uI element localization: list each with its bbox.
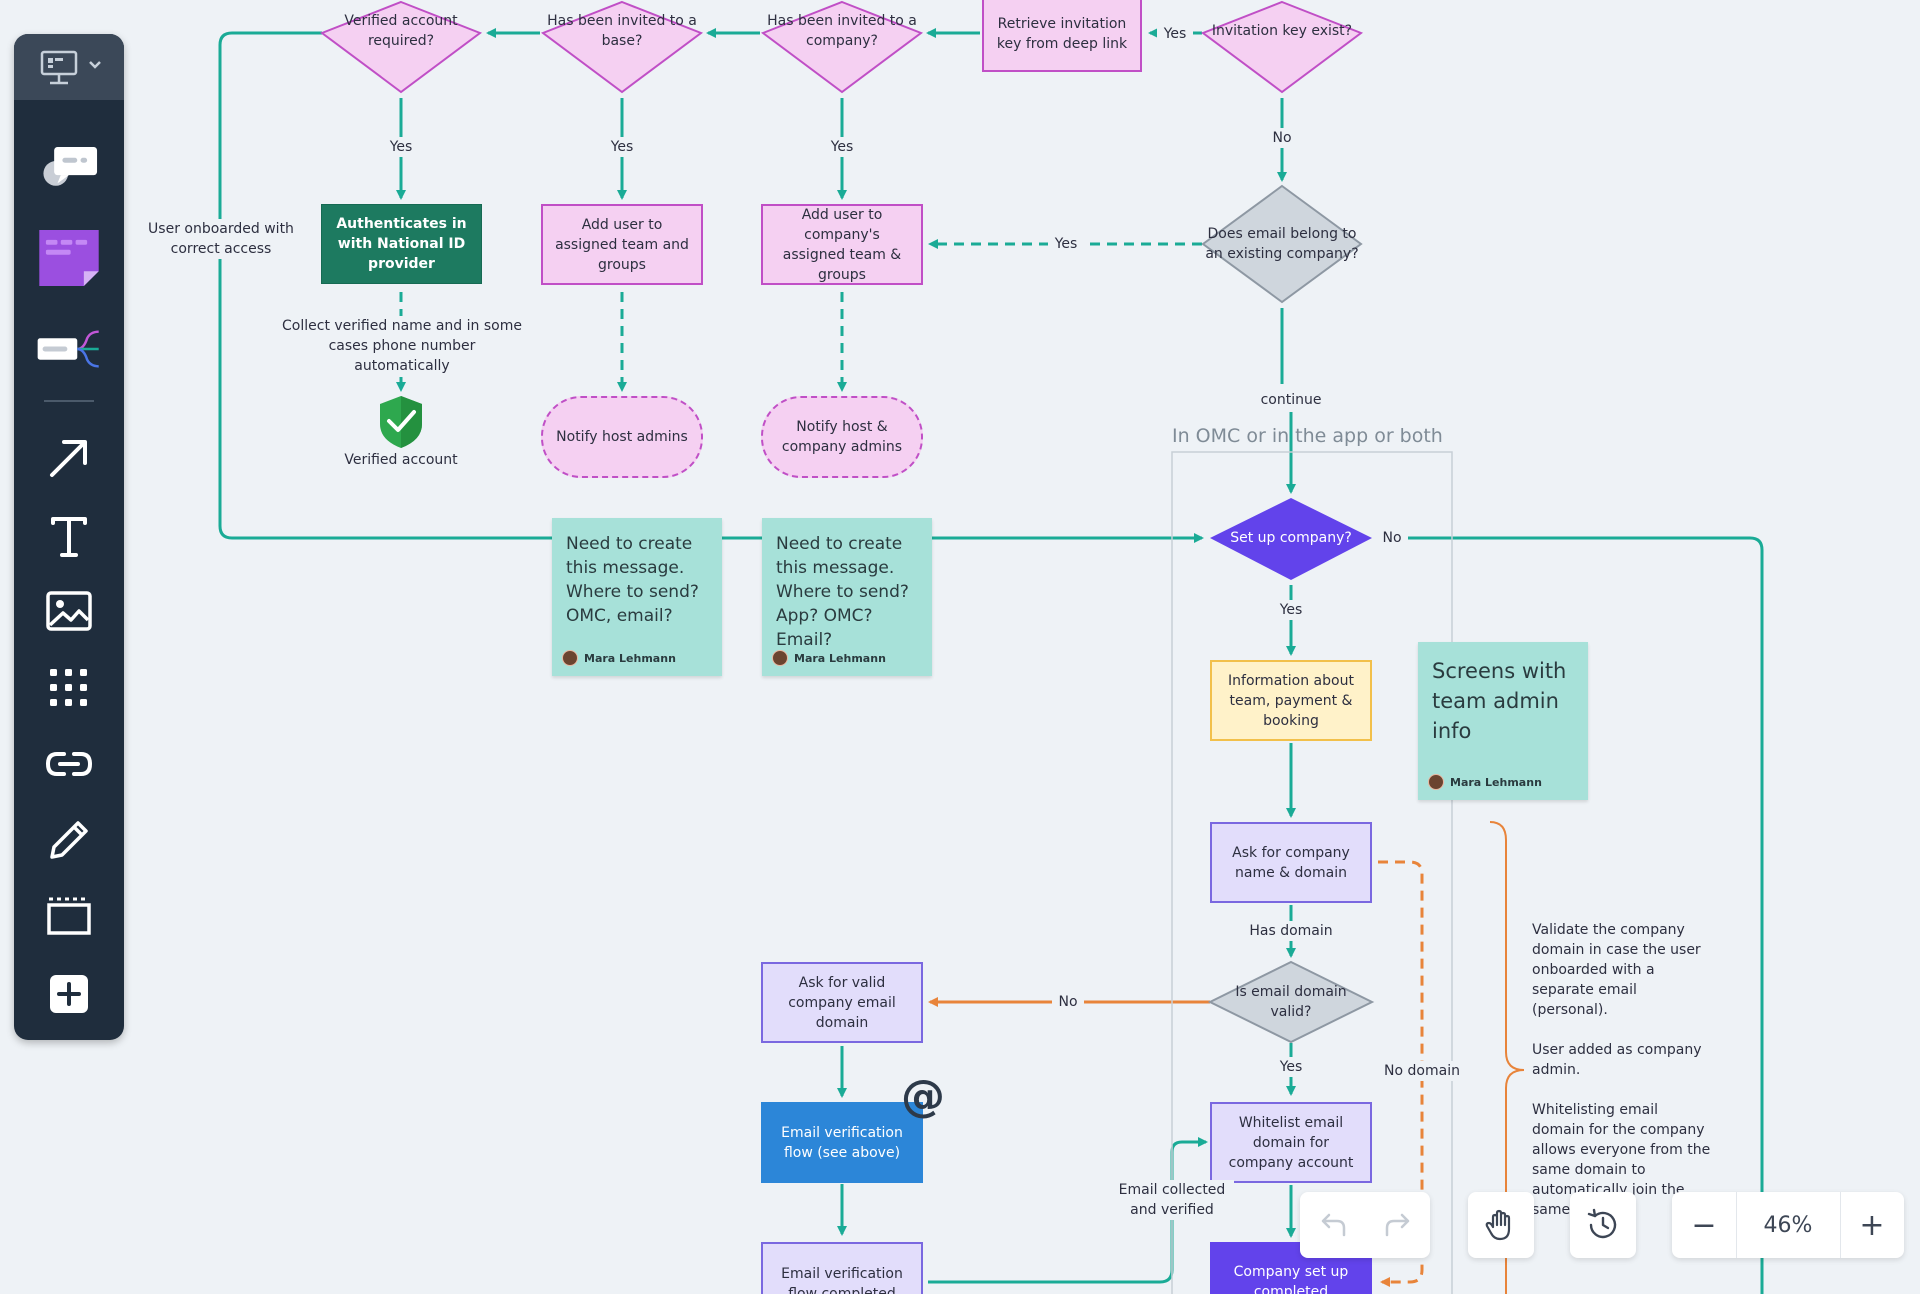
sticky-note-author: Mara Lehmann bbox=[772, 650, 886, 666]
process-whitelist[interactable]: Whitelist email domain for company accou… bbox=[1210, 1102, 1372, 1183]
hand-icon bbox=[1485, 1209, 1511, 1241]
arrow-icon bbox=[50, 440, 87, 477]
present-dropdown[interactable] bbox=[14, 34, 124, 100]
decision-invited-company-text: Has been invited to a company? bbox=[767, 13, 917, 49]
sticky-note-text: Need to create this message. Where to se… bbox=[776, 534, 909, 650]
frame-icon bbox=[47, 897, 91, 935]
edge-label-yes: Yes bbox=[1273, 600, 1309, 620]
add-tool[interactable] bbox=[36, 962, 102, 1026]
left-toolbar bbox=[14, 34, 124, 1040]
terminal-notify-host-company[interactable]: Notify host & company admins bbox=[761, 396, 923, 478]
divider bbox=[1840, 1192, 1841, 1258]
sticky-note-text: Screens with team admin info bbox=[1432, 659, 1567, 743]
avatar bbox=[562, 650, 578, 666]
present-icon bbox=[40, 50, 101, 85]
frame-tool[interactable] bbox=[36, 884, 102, 948]
edge-label-yes: Yes bbox=[1273, 1057, 1309, 1077]
collect-verified-label: Collect verified name and in some cases … bbox=[281, 316, 523, 376]
zoom-in-button[interactable]: + bbox=[1859, 1207, 1885, 1243]
decision-verified-account-text: Verified account required? bbox=[344, 13, 458, 49]
edge-label-yes: Yes bbox=[1157, 24, 1193, 44]
undo-icon bbox=[1321, 1213, 1345, 1237]
sticky-note-icon bbox=[39, 229, 99, 287]
text-icon bbox=[51, 517, 87, 557]
divider bbox=[1736, 1192, 1737, 1258]
zoom-out-button[interactable]: − bbox=[1691, 1207, 1717, 1243]
decision-invited-base-text: Has been invited to a base? bbox=[547, 13, 697, 49]
process-retrieve-key[interactable]: Retrieve invitation key from deep link bbox=[982, 0, 1142, 72]
edge-label-continue: continue bbox=[1256, 390, 1326, 410]
edge-label-no: No bbox=[1052, 992, 1084, 1012]
decision-email-company-text: Does email belong to an existing company… bbox=[1205, 226, 1359, 262]
edge-label-yes: Yes bbox=[383, 137, 419, 157]
sticky-note-author: Mara Lehmann bbox=[562, 650, 676, 666]
avatar bbox=[1428, 774, 1444, 790]
mindmap-tool[interactable] bbox=[36, 320, 102, 378]
edge-label-yes: Yes bbox=[824, 137, 860, 157]
zoom-controls: − 46% + bbox=[1672, 1192, 1904, 1258]
edge-label-no: No bbox=[1266, 128, 1298, 148]
edge-label-has-domain: Has domain bbox=[1245, 921, 1337, 941]
history-button[interactable] bbox=[1570, 1192, 1636, 1258]
process-info-team[interactable]: Information about team, payment & bookin… bbox=[1210, 660, 1372, 741]
process-authenticates[interactable]: Authenticates in with National ID provid… bbox=[321, 204, 482, 284]
process-ask-valid-domain[interactable]: Ask for valid company email domain bbox=[761, 962, 923, 1043]
process-email-verification-done[interactable]: Email verification flow completed bbox=[761, 1242, 923, 1294]
text-tool[interactable] bbox=[36, 504, 102, 568]
verified-account-label: Verified account bbox=[344, 452, 458, 468]
avatar bbox=[772, 650, 788, 666]
decision-invitation-key-text: Invitation key exist? bbox=[1211, 23, 1353, 39]
toolbar-divider bbox=[44, 400, 94, 402]
decision-email-domain-text: Is email domain valid? bbox=[1235, 984, 1347, 1020]
undo-redo-group bbox=[1300, 1192, 1430, 1258]
process-add-company-team[interactable]: Add user to company's assigned team & gr… bbox=[761, 204, 923, 285]
redo-button[interactable] bbox=[1365, 1192, 1430, 1258]
sticky-note-author: Mara Lehmann bbox=[1428, 774, 1542, 790]
edge-label-yes: Yes bbox=[1048, 234, 1084, 254]
shield-check-icon bbox=[380, 396, 422, 448]
process-email-verification[interactable]: Email verification flow (see above) bbox=[761, 1102, 923, 1183]
edge-label-yes: Yes bbox=[604, 137, 640, 157]
decision-setup-company-text: Set up company? bbox=[1230, 530, 1352, 546]
mindmap-icon bbox=[37, 330, 99, 368]
comment-tool[interactable] bbox=[36, 130, 102, 202]
image-tool[interactable] bbox=[36, 580, 102, 644]
image-icon bbox=[46, 591, 92, 631]
link-icon bbox=[45, 752, 93, 776]
validation-note: Validate the company domain in case the … bbox=[1532, 922, 1711, 1218]
terminal-notify-host[interactable]: Notify host admins bbox=[541, 396, 703, 478]
link-tool[interactable] bbox=[36, 732, 102, 796]
redo-icon bbox=[1385, 1213, 1409, 1237]
edge-label-no-domain: No domain bbox=[1380, 1061, 1464, 1081]
sticky-note-text: Need to create this message. Where to se… bbox=[566, 534, 699, 626]
chevron-down-icon bbox=[89, 61, 101, 69]
process-ask-company-name[interactable]: Ask for company name & domain bbox=[1210, 822, 1372, 903]
sticky-note[interactable]: Need to create this message. Where to se… bbox=[552, 518, 722, 676]
pen-tool[interactable] bbox=[36, 808, 102, 872]
at-symbol-icon: @ bbox=[901, 1071, 945, 1122]
sticky-note-tool[interactable] bbox=[36, 216, 102, 300]
email-collected-label: Email collected and verified bbox=[1110, 1180, 1234, 1220]
zoom-level[interactable]: 46% bbox=[1763, 1212, 1813, 1238]
grid-icon bbox=[50, 669, 87, 706]
hand-tool-button[interactable] bbox=[1468, 1192, 1534, 1258]
sticky-note[interactable]: Need to create this message. Where to se… bbox=[762, 518, 932, 676]
pen-icon bbox=[50, 821, 88, 859]
edge-label-no: No bbox=[1376, 528, 1408, 548]
sticky-note[interactable]: Screens with team admin info Mara Lehman… bbox=[1418, 642, 1588, 800]
frame-title[interactable]: In OMC or in the app or both bbox=[1172, 425, 1443, 447]
comment-icon bbox=[43, 147, 98, 186]
process-add-team-groups[interactable]: Add user to assigned team and groups bbox=[541, 204, 703, 285]
add-icon bbox=[50, 975, 88, 1013]
grid-tool[interactable] bbox=[36, 656, 102, 720]
undo-button[interactable] bbox=[1300, 1192, 1365, 1258]
history-icon bbox=[1587, 1208, 1617, 1239]
arrow-tool[interactable] bbox=[36, 426, 102, 490]
user-onboarded-label: User onboarded with correct access bbox=[148, 219, 294, 259]
